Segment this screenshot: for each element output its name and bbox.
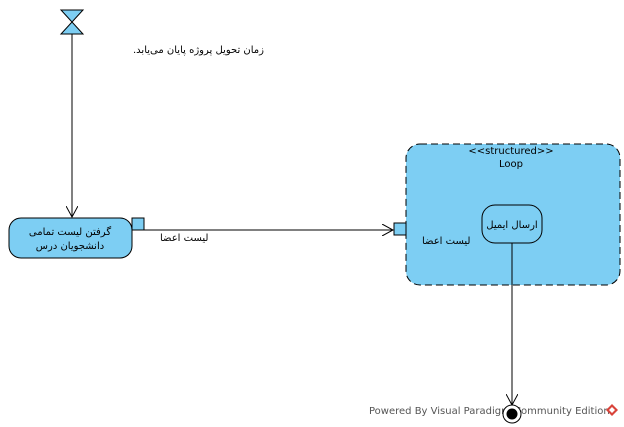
send-email-label: ارسال ایمیل [486,220,537,231]
output-pin-label: لیست اعضا [160,233,208,244]
input-pin-label: لیست اعضا [422,236,470,247]
output-pin[interactable] [131,217,145,231]
activity-final-node[interactable] [502,404,522,424]
time-event-hourglass[interactable] [59,9,85,35]
visual-paradigm-logo-icon [606,404,618,416]
loop-name: Loop [499,159,523,170]
action-get-student-list[interactable]: گرفتن لیست تمامی دانشجویان درس [8,217,133,259]
loop-stereotype: <<structured>> [468,146,553,157]
watermark-text: Powered By Visual Paradigm Community Edi… [369,406,610,417]
action-get-list-line1: گرفتن لیست تمامی [29,226,111,238]
input-pin[interactable] [393,222,407,236]
time-event-label: زمان تحویل پروژه پایان می‌یابد. [133,45,264,56]
action-send-email[interactable]: ارسال ایمیل [481,204,543,244]
action-get-list-line2: دانشجویان درس [36,241,104,252]
